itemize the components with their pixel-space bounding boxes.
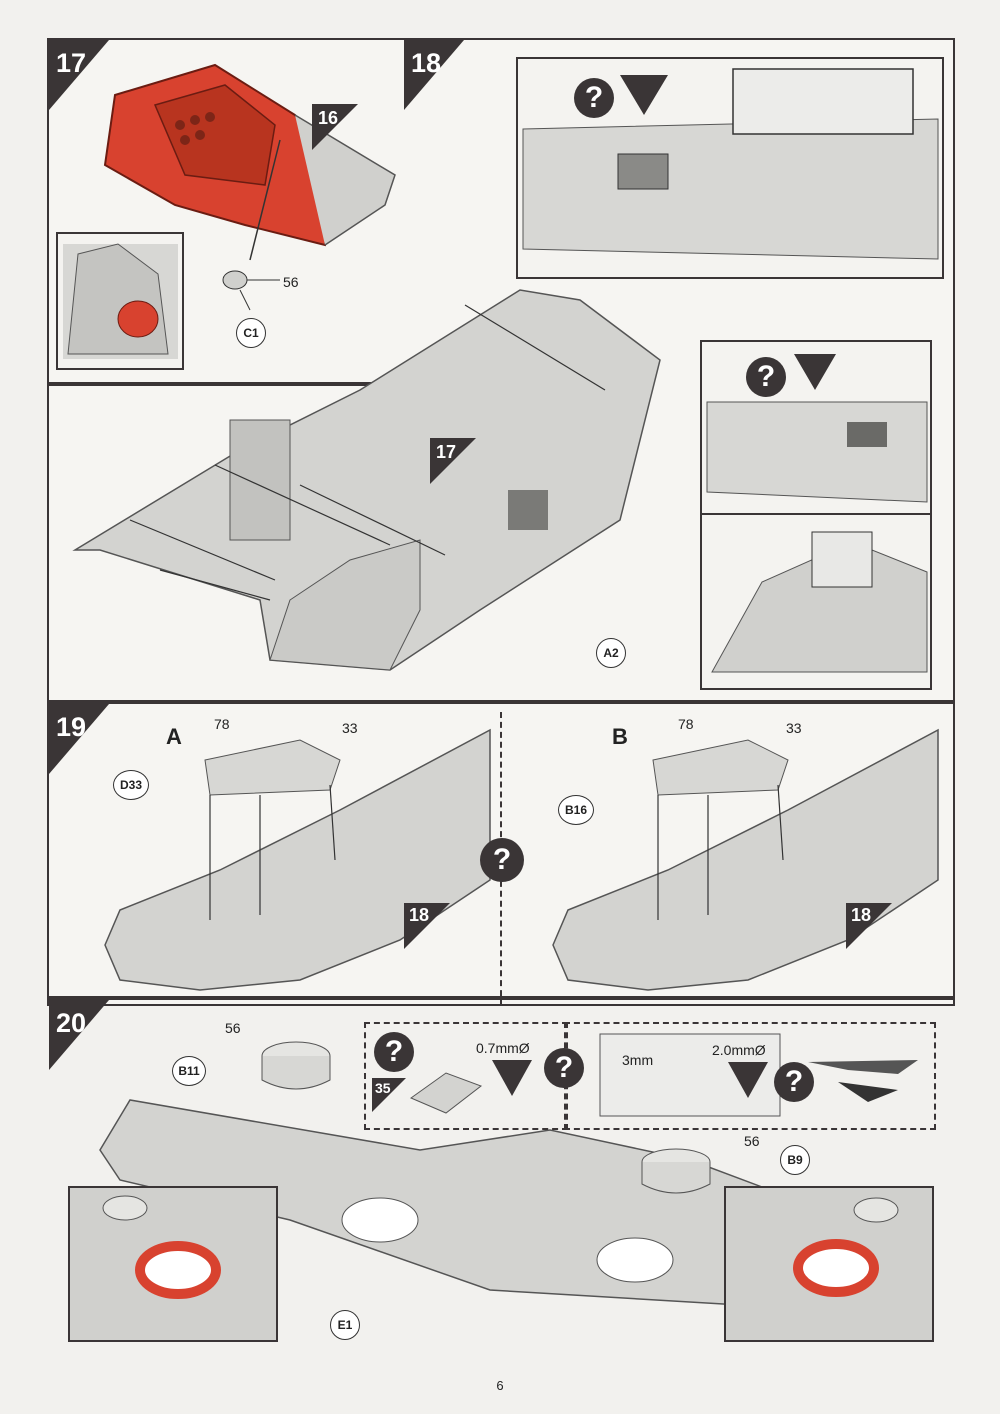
step-17-part-56: 56 <box>283 274 299 290</box>
step-18-detail-inset <box>700 340 932 690</box>
step-18-number: 18 <box>411 48 442 78</box>
drill-icon-07 <box>492 1060 532 1096</box>
step-20-qmark-3: ? <box>774 1062 814 1102</box>
option-a-fuselage <box>104 728 491 991</box>
step-20-inset-right <box>724 1186 934 1342</box>
drill-size-20: 2.0mmØ <box>712 1042 766 1058</box>
option-b-part-78: 78 <box>678 716 694 732</box>
step-18-fuselage-inset <box>516 57 944 279</box>
step-20-right-part-56: 56 <box>744 1133 760 1149</box>
option-a-part-78: 78 <box>214 716 230 732</box>
step-20-qmark-2: ? <box>544 1048 584 1088</box>
step-17-leader-lines <box>222 139 281 311</box>
step-20-tab-shape <box>49 1000 109 1070</box>
step-19-tab-shape <box>49 704 109 774</box>
option-a-ref-label: 18 <box>409 905 430 925</box>
option-b-ref-flag <box>846 903 892 949</box>
ref-flag-35 <box>372 1078 406 1112</box>
step-20-inset-left <box>68 1186 278 1342</box>
step-18-qmark-1: ? <box>574 78 614 118</box>
step-17-tab-shape <box>49 40 109 110</box>
part-35-illustration <box>409 1072 483 1114</box>
option-b-callout-b16: B16 <box>558 795 594 825</box>
step-17-callout-c1: C1 <box>236 318 266 348</box>
divider-17-18-vertical <box>47 382 417 386</box>
option-b-ref-label: 18 <box>851 905 872 925</box>
ref-flag-17-label: 17 <box>436 442 457 462</box>
step-20-callout-b9: B9 <box>780 1145 810 1175</box>
option-a-ref-flag <box>404 903 450 949</box>
option-a-callout-d33: D33 <box>113 770 149 800</box>
step-19-qmark: ? <box>480 838 524 882</box>
option-a-label: A <box>166 724 182 749</box>
step-18-tab-shape <box>404 40 464 110</box>
page-number: 6 <box>496 1378 504 1393</box>
ref-flag-16-label: 16 <box>318 108 339 128</box>
step-17-number: 17 <box>56 48 87 78</box>
drill-size-07: 0.7mmØ <box>476 1040 530 1056</box>
drill-icon-20 <box>728 1062 768 1098</box>
step-20-left-part-56: 56 <box>225 1020 241 1036</box>
ring-b11 <box>261 1041 331 1090</box>
drill-detail-panel <box>599 1033 918 1117</box>
fuselage-illustration-step17 <box>72 289 661 671</box>
option-b-part-33: 33 <box>786 720 802 736</box>
ref-flag-35-label: 35 <box>375 1080 391 1096</box>
step-19-number: 19 <box>56 712 87 742</box>
option-b-label: B <box>612 724 628 749</box>
ref-flag-16 <box>312 104 358 150</box>
step-18-qmark-2: ? <box>746 357 786 397</box>
cockpit-tub-illustration <box>103 63 396 247</box>
step-18-drill-icon-2 <box>794 354 836 390</box>
dimension-3mm: 3mm <box>622 1052 654 1068</box>
ring-b9 <box>641 1148 711 1194</box>
step-20-callout-b11: B11 <box>172 1056 206 1086</box>
step-20-number: 20 <box>56 1008 87 1038</box>
option-a-part-33: 33 <box>342 720 358 736</box>
step-17-callout-a2: A2 <box>596 638 626 668</box>
step-20-qmark-1: ? <box>374 1032 414 1072</box>
option-b-fuselage <box>552 728 939 991</box>
ref-flag-17 <box>430 438 476 484</box>
step-17-inset <box>56 232 184 370</box>
step-20-callout-e1: E1 <box>330 1310 360 1340</box>
divider-section-1 <box>47 700 955 704</box>
step-18-drill-icon-1 <box>620 75 668 115</box>
